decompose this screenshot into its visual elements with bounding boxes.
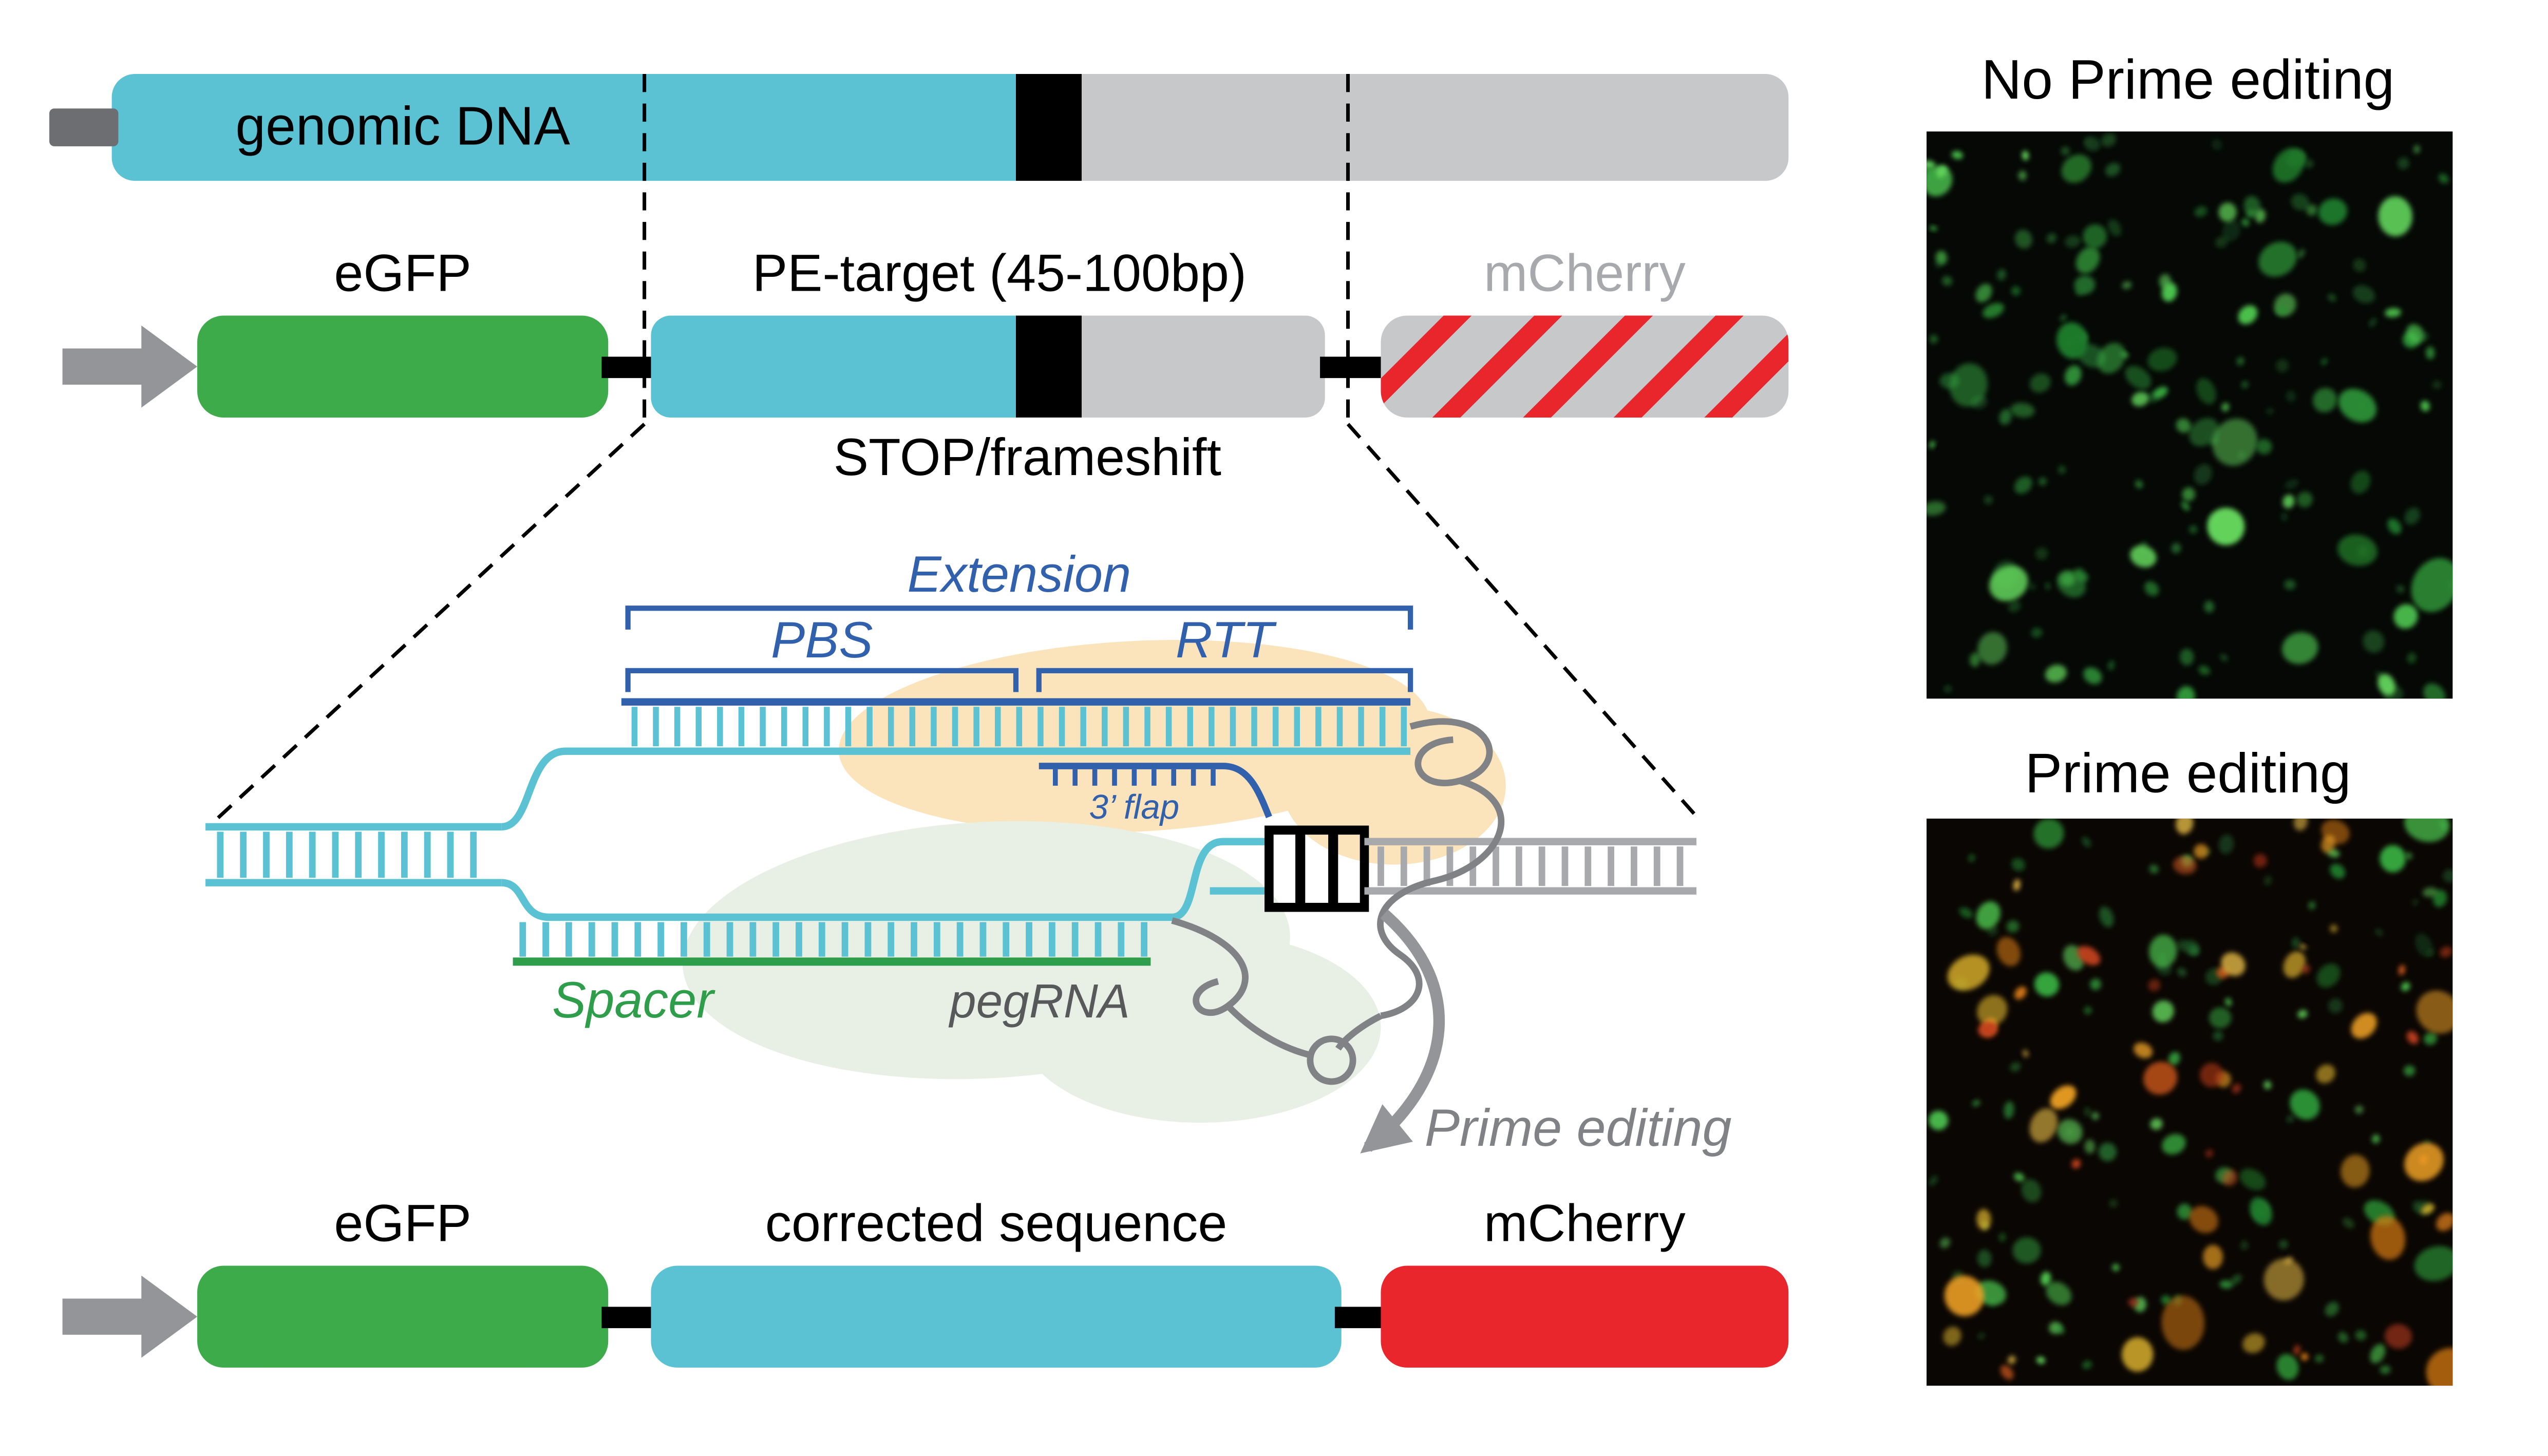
corrected-sequence-block [651,1265,1342,1368]
prime-editing-label: Prime editing [1424,1098,1732,1158]
pe-target-label: PE-target (45-100bp) [752,243,1247,302]
pbs-bracket [625,668,1019,692]
rtt-bracket [1036,668,1413,692]
pegrna-scaffold [1171,718,1505,1085]
genomic-bar-stop-segment [1015,74,1082,181]
egfp-label-edited: eGFP [334,1193,471,1253]
pe-target-cyan-block [651,315,1016,418]
stop-element-box [1264,825,1369,912]
stop-frameshift-label: STOP/frameshift [833,427,1221,487]
linker [1334,1307,1388,1329]
extension-basepairs [631,707,1407,747]
genomic-dna-label: genomic DNA [235,95,570,157]
micrograph-prime-editing [1927,818,2453,1386]
spacer-label: Spacer [552,971,714,1029]
pe-target-stop-block [1015,315,1082,418]
corrected-sequence-label: corrected sequence [765,1193,1228,1253]
micrograph-title-no-editing: No Prime editing [1981,49,2395,112]
pegrna-label: pegRNA [949,976,1130,1029]
mcherry-block-restored [1381,1265,1789,1368]
mcherry-label-edited: mCherry [1484,1193,1686,1253]
spacer-basepairs [519,922,1148,957]
pbs-label: PBS [771,611,873,669]
rtt-label: RTT [1175,611,1274,669]
mcherry-block-disrupted [1381,315,1789,418]
extension-label: Extension [907,545,1131,603]
egfp-label-reporter: eGFP [334,243,471,302]
linker [601,1307,658,1329]
egfp-block-edited [197,1265,609,1368]
micrograph-title-editing: Prime editing [2025,743,2351,806]
promoter-arrow-edited [62,1275,198,1358]
genomic-bar-cyan-segment [111,74,1016,181]
genomic-duplex-left [205,823,502,886]
micrograph-no-prime-editing [1927,131,2453,699]
mcherry-label-reporter: mCherry [1484,243,1686,302]
genomic-left-stub [49,108,119,146]
egfp-block-reporter [197,315,609,418]
genomic-bar-gray-segment [1081,74,1789,181]
promoter-arrow-reporter [62,325,198,408]
linker [1320,356,1386,379]
three-prime-flap-label: 3’ flap [1089,789,1180,827]
cas9-blob [682,821,1381,1123]
pe-target-gray-block [1081,315,1325,418]
genomic-duplex-right [1364,838,1697,895]
linker [601,356,658,379]
